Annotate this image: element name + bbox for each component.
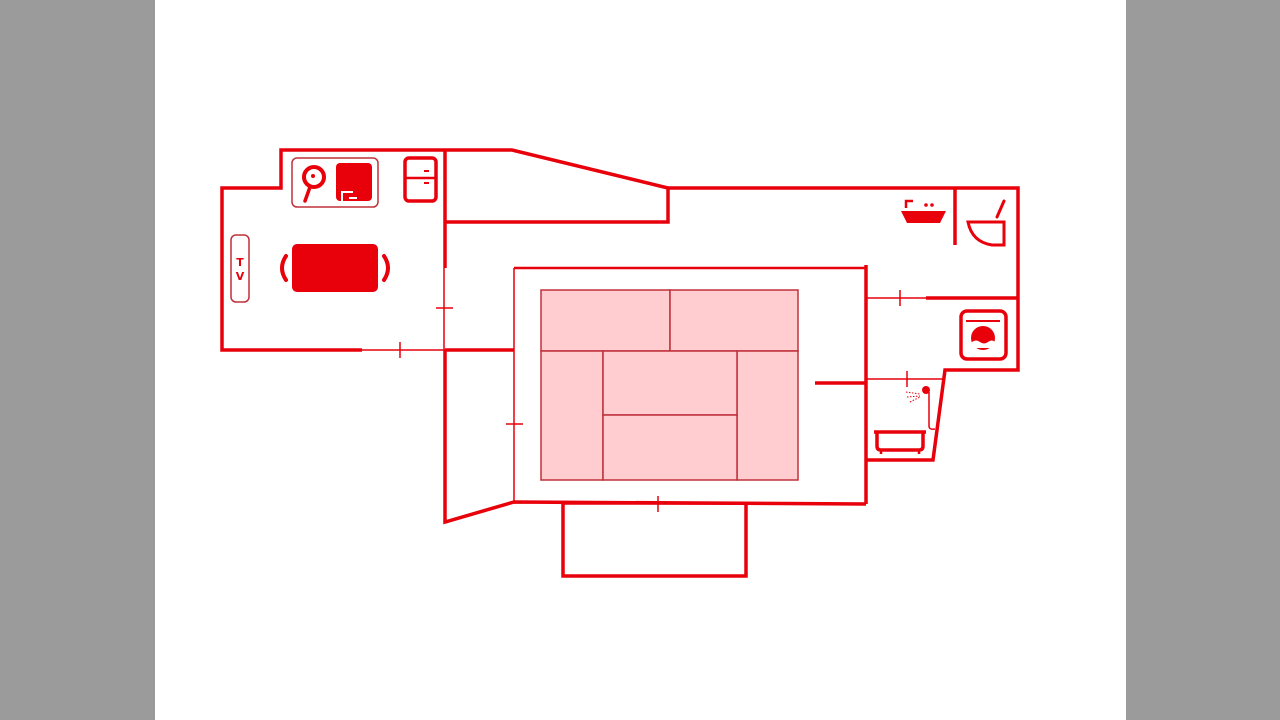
- tatami-mat: [540, 350, 604, 481]
- tv-label-t: T: [236, 256, 244, 269]
- tv-label-v: V: [236, 270, 245, 283]
- tatami-mat: [736, 350, 799, 481]
- frying-pan-icon: [302, 165, 326, 203]
- kitchen-counter: [291, 157, 379, 208]
- doors: [362, 268, 945, 512]
- tatami-mat: [602, 350, 738, 416]
- toilet-icon: [966, 199, 1006, 247]
- refrigerator-icon: [403, 156, 438, 203]
- tatami-mat: [602, 414, 738, 481]
- tatami-mat: [669, 289, 799, 352]
- shower-icon: [905, 386, 936, 430]
- tatami-mat: [540, 289, 671, 352]
- tv-icon: T V: [230, 234, 250, 303]
- kitchen-sink-icon: [336, 163, 372, 201]
- walls: [220, 148, 1020, 578]
- tatami-mats: [540, 289, 799, 481]
- washing-machine-icon: [959, 309, 1008, 361]
- washbasin-icon: [901, 199, 946, 223]
- bathtub-icon: [874, 430, 926, 454]
- dining-table-icon: [280, 244, 390, 292]
